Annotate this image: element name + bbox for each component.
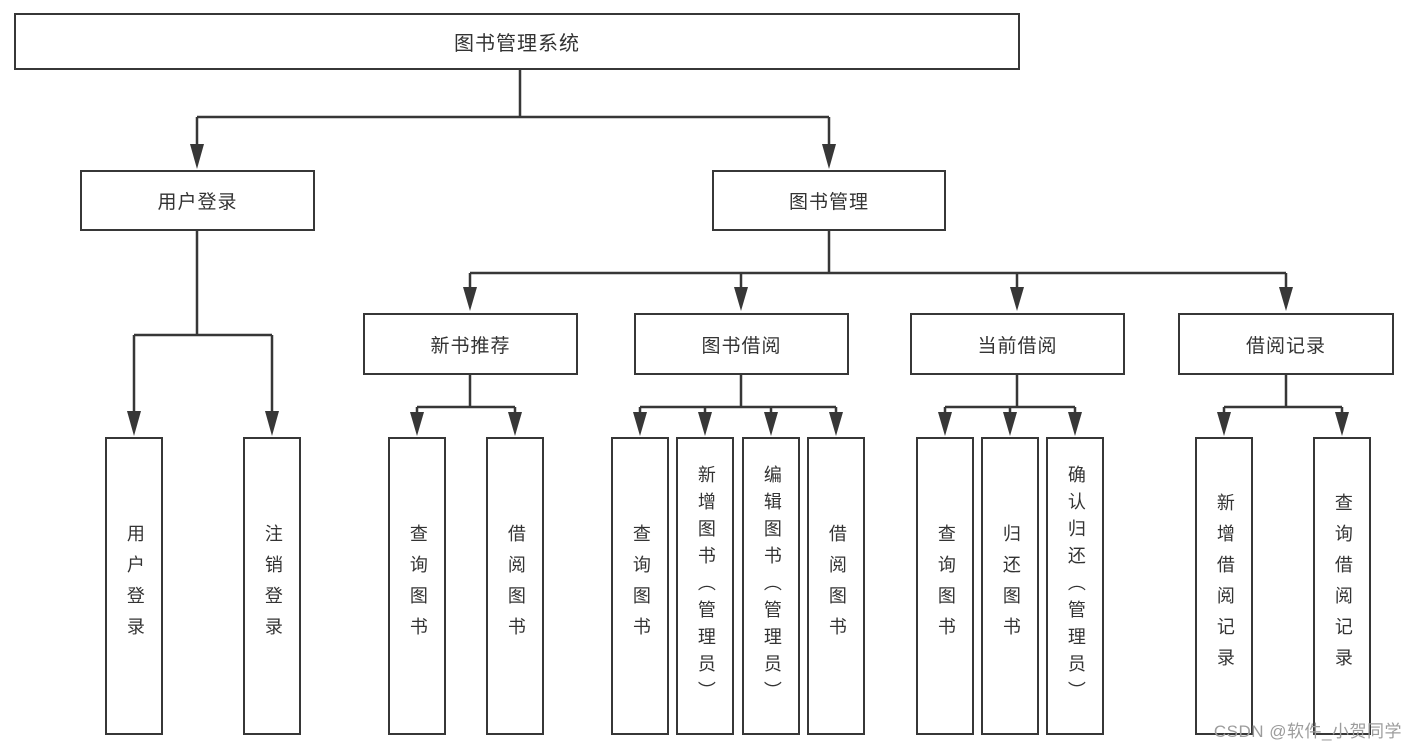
connector-arrowheads [127, 144, 1349, 436]
leaf-label: 用户登录 [124, 524, 145, 648]
csdn-watermark: CSDN @软件_小贺同学 [1213, 722, 1402, 741]
leaf-query-books-borrow: 查询图书 [611, 437, 669, 735]
leaf-label: 借阅图书 [505, 524, 526, 648]
node-library-system: 图书管理系统 [14, 13, 1020, 70]
leaf-label: 归还图书 [1000, 524, 1021, 648]
leaf-confirm-return-admin: 确认归还（管理员） [1046, 437, 1104, 735]
node-label: 图书借阅 [701, 335, 782, 357]
leaf-borrow-books: 借阅图书 [807, 437, 865, 735]
leaf-label: 编辑图书（管理员） [761, 464, 782, 708]
leaf-query-borrow-record: 查询借阅记录 [1313, 437, 1371, 735]
leaf-label: 新增借阅记录 [1214, 493, 1235, 679]
node-label: 用户登录 [157, 192, 238, 213]
leaf-add-borrow-record: 新增借阅记录 [1195, 437, 1253, 735]
node-label: 图书管理系统 [454, 33, 580, 55]
leaf-logout: 注销登录 [243, 437, 301, 735]
leaf-label: 借阅图书 [826, 524, 847, 648]
connector-paths [132, 70, 1344, 414]
node-book-borrow: 图书借阅 [634, 313, 849, 375]
leaf-return-books: 归还图书 [981, 437, 1039, 735]
node-label: 图书管理 [788, 192, 869, 213]
node-label: 当前借阅 [977, 335, 1058, 357]
leaf-label: 新增图书（管理员） [695, 464, 716, 708]
node-label: 借阅记录 [1245, 335, 1326, 357]
leaf-add-books-admin: 新增图书（管理员） [676, 437, 734, 735]
leaf-label: 查询图书 [630, 524, 651, 648]
node-user-login-branch: 用户登录 [80, 170, 315, 231]
leaf-label: 查询借阅记录 [1332, 493, 1353, 679]
leaf-user-login: 用户登录 [105, 437, 163, 735]
leaf-query-books-current: 查询图书 [916, 437, 974, 735]
leaf-label: 查询图书 [407, 524, 428, 648]
node-new-book-recommend: 新书推荐 [363, 313, 578, 375]
leaf-edit-books-admin: 编辑图书（管理员） [742, 437, 800, 735]
leaf-label: 确认归还（管理员） [1065, 464, 1086, 708]
node-current-borrow: 当前借阅 [910, 313, 1125, 375]
leaf-label: 注销登录 [262, 524, 283, 648]
node-borrow-records: 借阅记录 [1178, 313, 1394, 375]
leaf-label: 查询图书 [935, 524, 956, 648]
leaf-query-books-recommend: 查询图书 [388, 437, 446, 735]
node-label: 新书推荐 [430, 335, 511, 357]
leaf-borrow-books-recommend: 借阅图书 [486, 437, 544, 735]
node-book-management: 图书管理 [712, 170, 946, 231]
